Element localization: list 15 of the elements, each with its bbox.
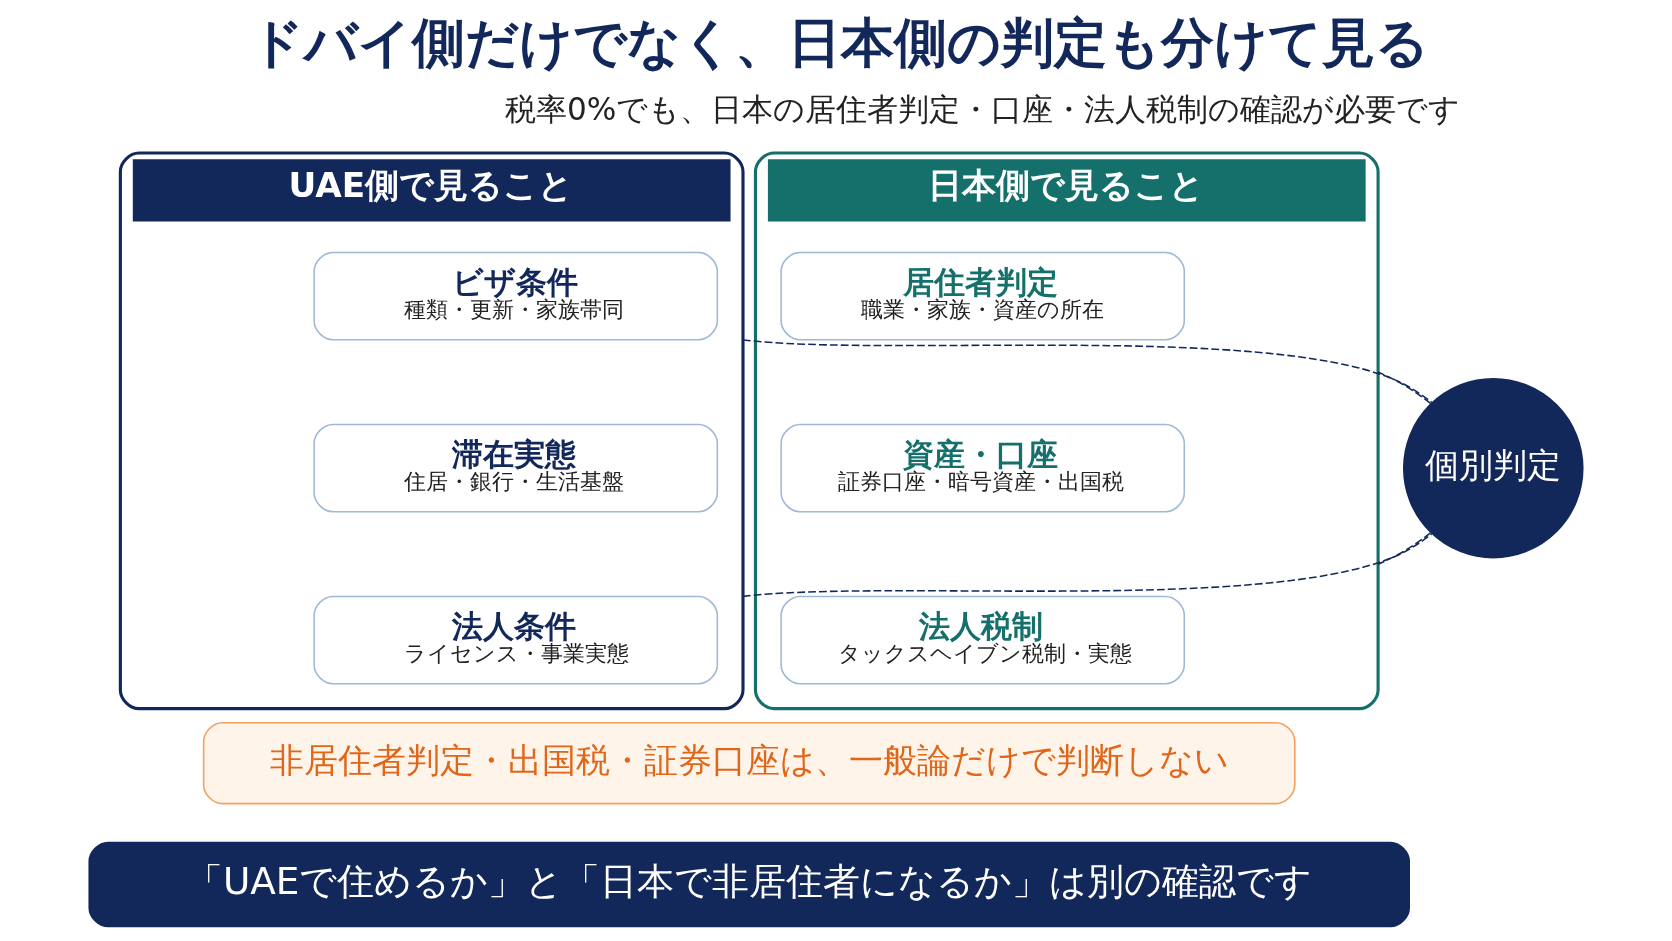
connector: [1377, 371, 1432, 405]
node-box: ビザ条件 種類・更新・家族帯同: [313, 251, 719, 341]
node-box: 滞在実態 住居・銀行・生活基盤: [313, 423, 719, 513]
connector: [742, 339, 1433, 404]
node-box: 居住者判定 職業・家族・資産の所在: [780, 251, 1186, 341]
node-box: 「UAEで住めるか」と「日本で非居住者になるか」は別の確認です: [88, 841, 1410, 928]
node-box: 非居住者判定・出国税・証券口座は、一般論だけで判断しない: [202, 721, 1296, 805]
label: 税率0%でも、日本の居住者判定・口座・法人税制の確認が必要です: [505, 91, 1461, 128]
node-box: 法人税制 タックスヘイブン税制・実態: [780, 595, 1186, 685]
node-circle: 個別判定: [1403, 377, 1584, 559]
node-box: 法人条件 ライセンス・事業実態: [313, 595, 719, 685]
diagram-title: ドバイ側だけでなく、日本側の判定も分けて見る: [249, 12, 1429, 74]
connector: [1377, 532, 1432, 566]
node-box: 資産・口座 証券口座・暗号資産・出国税: [780, 423, 1186, 513]
connector: [742, 533, 1433, 598]
